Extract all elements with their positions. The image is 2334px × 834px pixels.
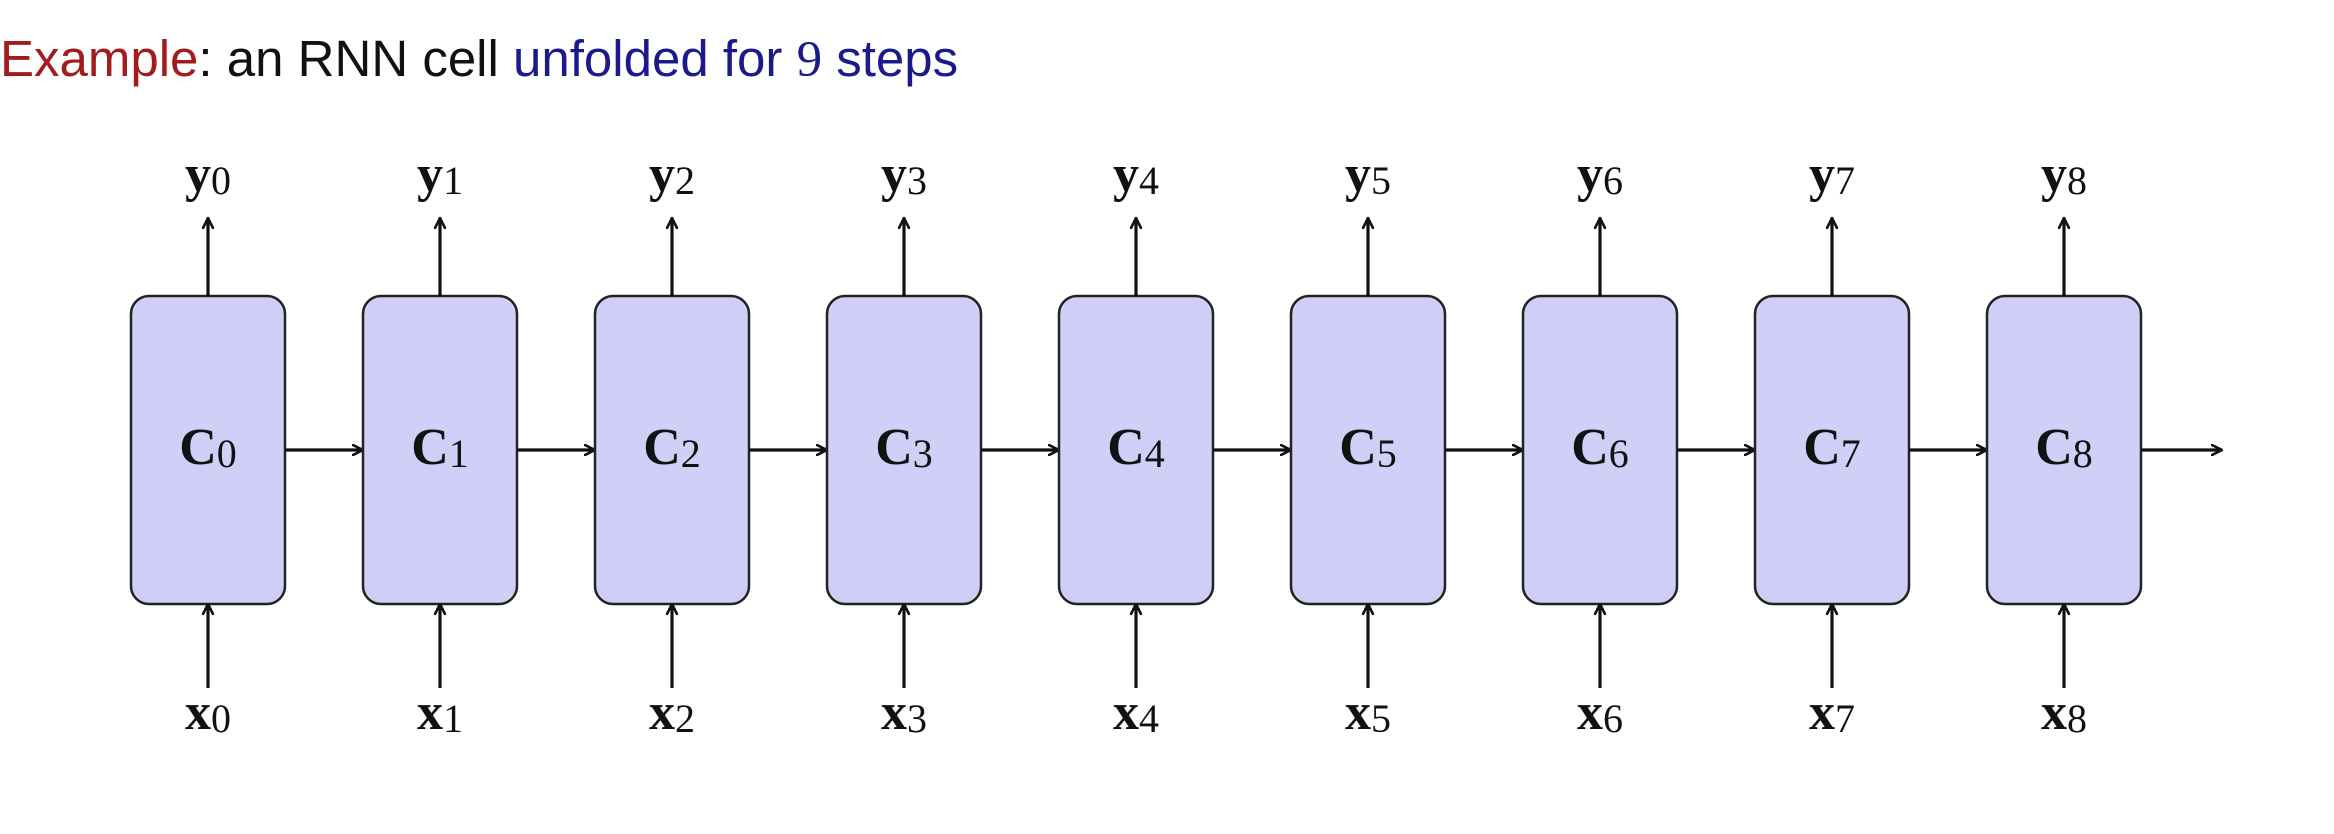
output-label: y0 (185, 146, 231, 203)
slide-title: Example: an RNN cell unfolded for 9 step… (0, 28, 958, 91)
cell-label: C8 (2035, 419, 2093, 476)
rnn-step-8: C8 y8 x8 (1985, 146, 2222, 741)
rnn-step-0: C0 y0 x0 (129, 146, 363, 741)
input-label: x6 (1577, 684, 1623, 741)
title-separator: : an RNN cell (198, 30, 514, 87)
title-step-count: 9 (796, 32, 823, 88)
input-label: x1 (417, 684, 463, 741)
output-label: y2 (649, 146, 695, 203)
output-label: y5 (1345, 146, 1391, 203)
title-label: Example (0, 30, 199, 87)
rnn-step-7: C7 y7 x7 (1753, 146, 1987, 741)
cell-label: C6 (1571, 419, 1629, 476)
input-label: x3 (881, 684, 927, 741)
cell-label: C5 (1339, 419, 1397, 476)
input-label: x5 (1345, 684, 1391, 741)
title-highlight-suffix: steps (822, 30, 959, 87)
rnn-step-2: C2 y2 x2 (593, 146, 827, 741)
rnn-step-1: C1 y1 x1 (361, 146, 595, 741)
rnn-step-4: C4 y4 x4 (1057, 146, 1291, 741)
output-label: y6 (1577, 146, 1623, 203)
rnn-step-5: C5 y5 x5 (1289, 146, 1523, 741)
input-label: x4 (1113, 684, 1159, 741)
output-label: y4 (1113, 146, 1159, 203)
rnn-step-3: C3 y3 x3 (825, 146, 1059, 741)
input-label: x0 (185, 684, 231, 741)
input-label: x2 (649, 684, 695, 741)
cell-label: C2 (643, 419, 701, 476)
output-label: y7 (1809, 146, 1855, 203)
output-label: y1 (417, 146, 463, 203)
output-label: y8 (2041, 146, 2087, 203)
input-label: x8 (2041, 684, 2087, 741)
output-label: y3 (881, 146, 927, 203)
cell-label: C7 (1803, 419, 1861, 476)
cell-label: C1 (411, 419, 469, 476)
rnn-step-6: C6 y6 x6 (1521, 146, 1755, 741)
input-label: x7 (1809, 684, 1855, 741)
cell-label: C3 (875, 419, 933, 476)
cell-label: C4 (1107, 419, 1165, 476)
cell-label: C0 (179, 419, 237, 476)
title-highlight-prefix: unfolded for (513, 30, 797, 87)
